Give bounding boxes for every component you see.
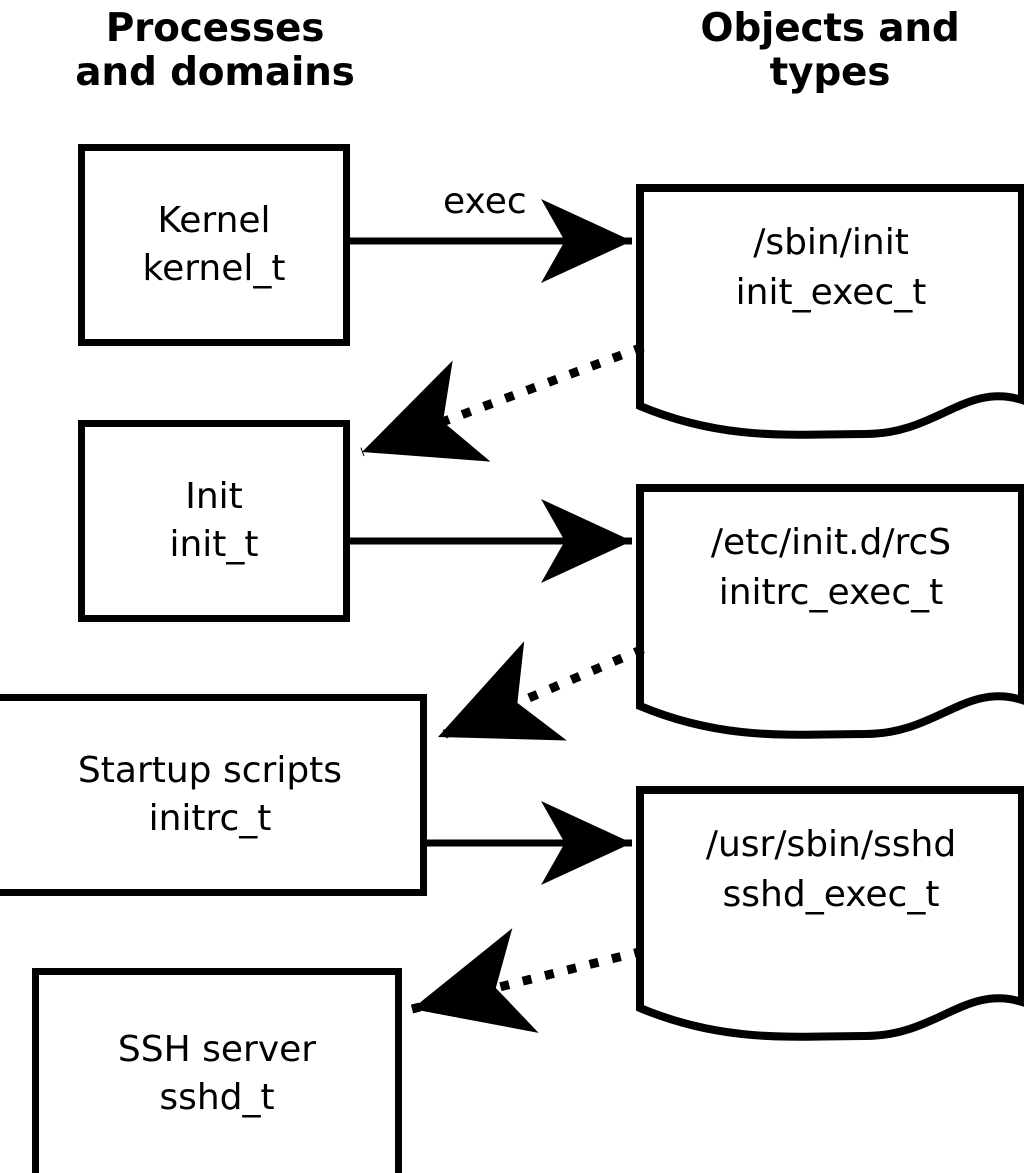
object-node-sshd-exec-path: /usr/sbin/sshd — [705, 824, 957, 865]
process-node-kernel-type: kernel_t — [142, 248, 286, 289]
process-node-kernel[interactable]: Kernel kernel_t — [78, 144, 350, 346]
process-node-startup-scripts-name: Startup scripts — [77, 750, 343, 791]
column-header-objects: Objects and types — [700, 6, 960, 95]
object-node-initrc-exec[interactable] — [636, 484, 1024, 744]
process-node-ssh-server[interactable]: SSH server sshd_t — [32, 968, 402, 1173]
document-shape-path — [636, 786, 1024, 1041]
process-node-startup-scripts[interactable]: Startup scripts initrc_t — [0, 694, 427, 896]
edge-sshd-exec-to-sshd — [410, 928, 645, 1033]
object-node-initrc-exec-path: /etc/init.d/rcS — [710, 522, 952, 563]
process-node-init-name: Init — [185, 476, 243, 517]
process-node-init[interactable]: Init init_t — [78, 420, 350, 622]
process-node-init-type: init_t — [169, 524, 259, 565]
object-node-init-exec-path: /sbin/init — [753, 222, 909, 263]
object-node-initrc-exec-type: initrc_exec_t — [718, 572, 944, 613]
process-node-kernel-name: Kernel — [157, 200, 271, 241]
process-node-startup-scripts-type: initrc_t — [148, 798, 272, 839]
object-node-init-exec-labels: /sbin/init init_exec_t — [636, 218, 1024, 318]
document-shape-path — [636, 184, 1024, 439]
column-header-processes: Processes and domains — [75, 6, 355, 95]
process-node-ssh-server-name: SSH server — [117, 1029, 317, 1070]
edge-label-exec: exec — [443, 181, 527, 222]
edge-initrc-exec-to-initrc — [436, 641, 645, 742]
object-node-init-exec-type: init_exec_t — [735, 272, 927, 313]
object-node-init-exec[interactable] — [636, 184, 1024, 444]
object-node-sshd-exec-labels: /usr/sbin/sshd sshd_exec_t — [636, 820, 1024, 920]
process-node-ssh-server-type: sshd_t — [159, 1077, 275, 1118]
object-node-initrc-exec-labels: /etc/init.d/rcS initrc_exec_t — [636, 518, 1024, 618]
edge-init-exec-to-init — [360, 342, 645, 462]
object-node-sshd-exec-type: sshd_exec_t — [722, 874, 940, 915]
object-node-sshd-exec[interactable] — [636, 786, 1024, 1046]
document-shape-path — [636, 484, 1024, 739]
